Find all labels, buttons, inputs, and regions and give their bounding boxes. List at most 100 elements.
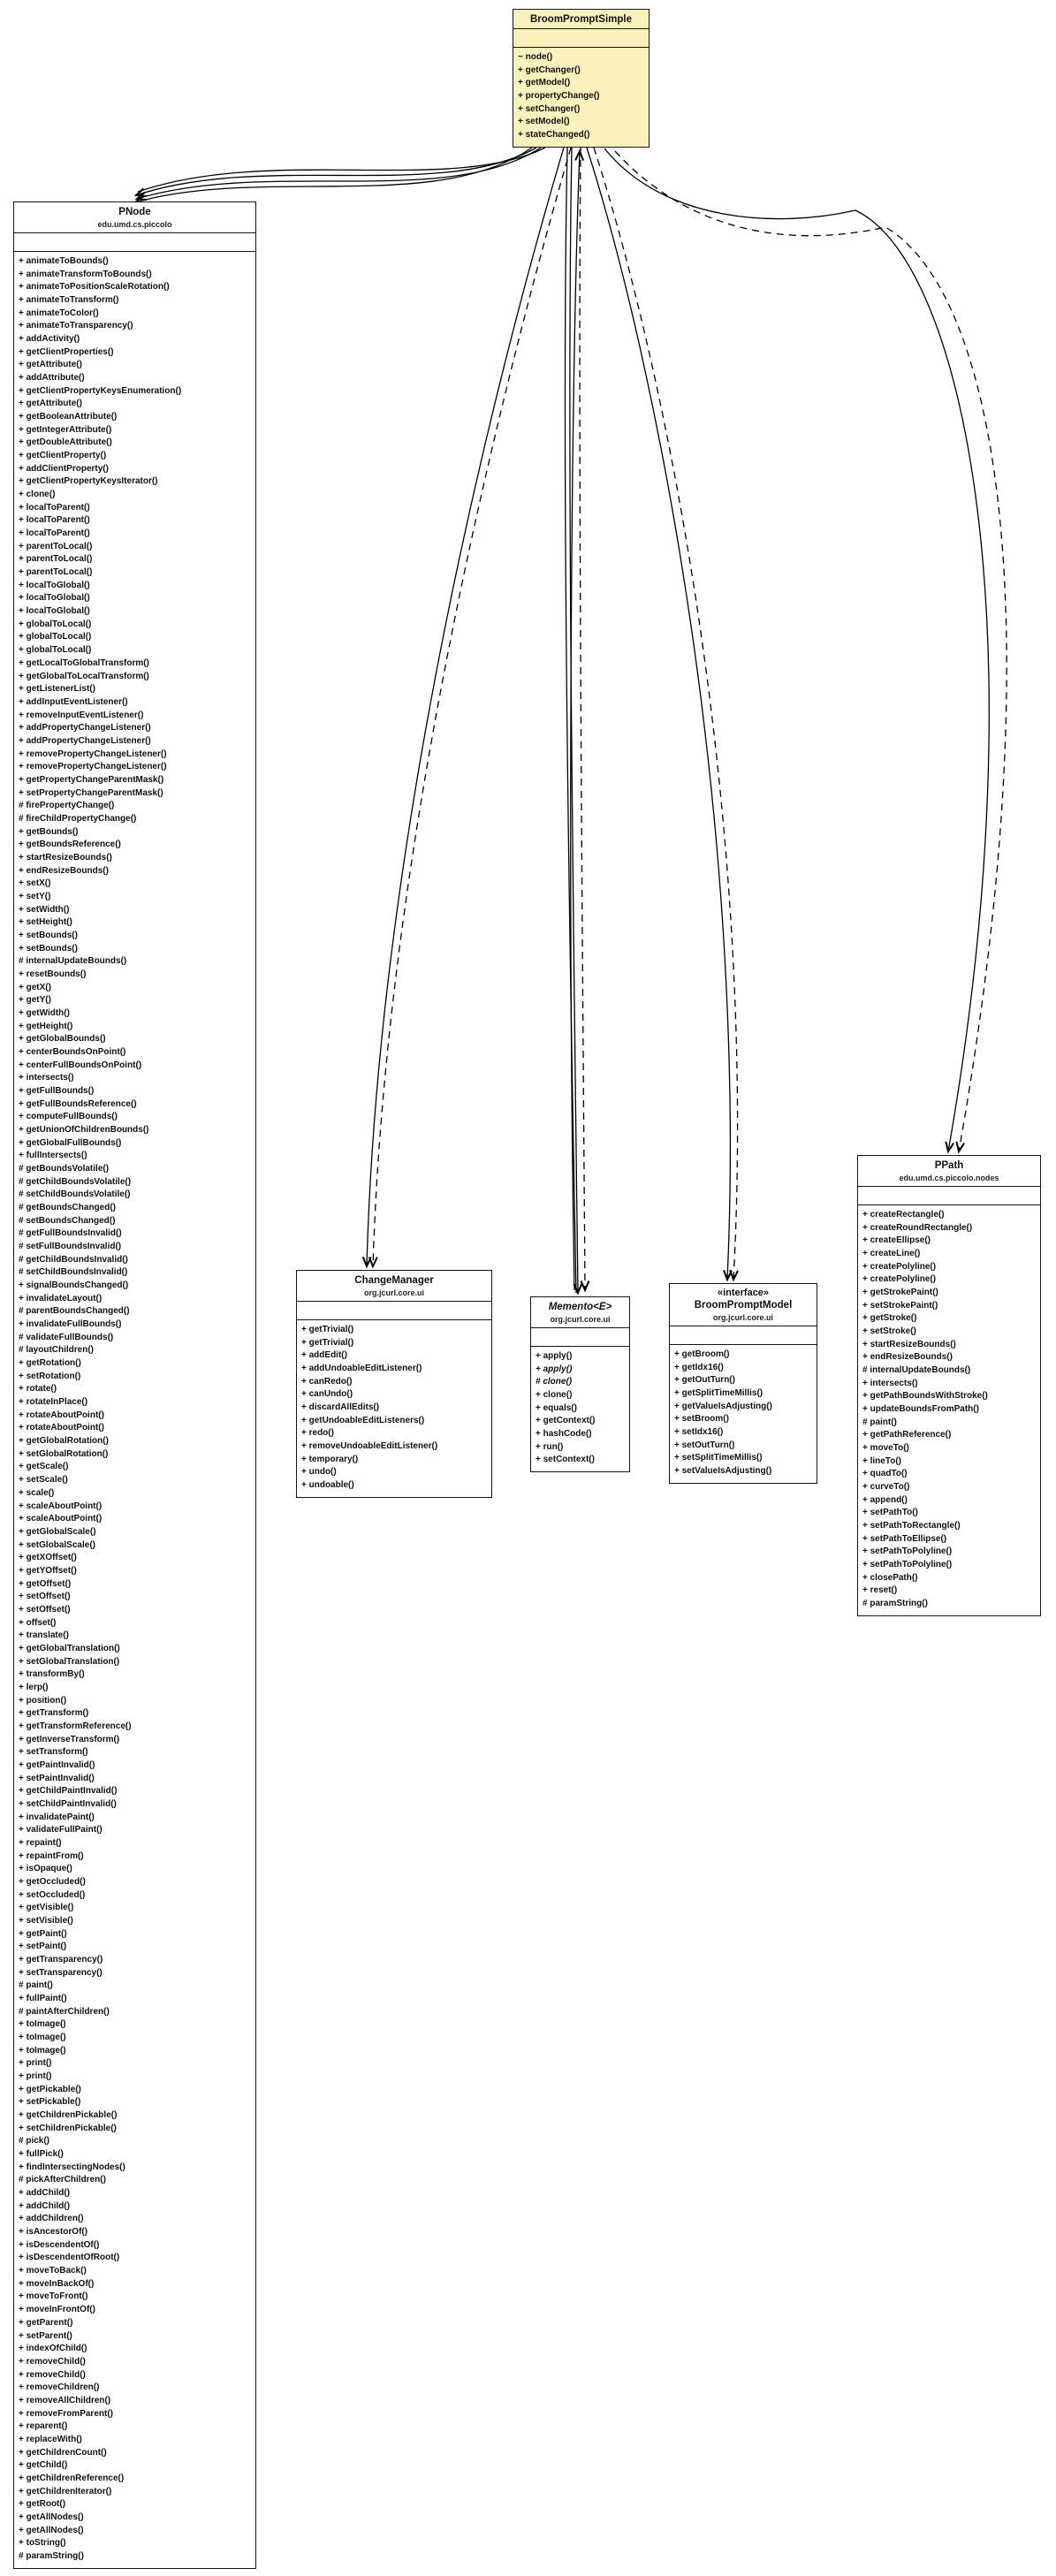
method-item: + removeUndoableEditListener() (301, 1441, 438, 1452)
method-item: + getWidth() (19, 1007, 70, 1018)
methods-compartment: ~ node()+ getChanger()+ getModel()+ prop… (513, 48, 649, 147)
method-item: # paintAfterChildren() (19, 2006, 110, 2017)
method-item: + setParent() (19, 2330, 72, 2341)
method-item: + temporary() (301, 1454, 359, 1464)
method-item: + print() (19, 2058, 52, 2069)
method-item: + getChildrenPickable() (19, 2110, 118, 2121)
class-memento-header: Memento<E> org.jcurl.core.ui (531, 1297, 629, 1328)
method-item: + getTrivial() (301, 1337, 354, 1348)
method-item: + getY() (19, 995, 51, 1006)
class-memento[interactable]: Memento<E> org.jcurl.core.ui + apply()+ … (530, 1296, 630, 1473)
method-item: + getRoot() (19, 2499, 66, 2510)
method-item: + removePropertyChangeListener() (19, 762, 167, 772)
method-item: + setPropertyChangeParentMask() (19, 787, 163, 798)
method-item: + animateTransformToBounds() (19, 269, 152, 279)
method-item: # setBoundsChanged() (19, 1215, 116, 1226)
method-item: + animateToTransparency() (19, 321, 133, 331)
class-pnode[interactable]: PNode edu.umd.cs.piccolo + animateToBoun… (13, 201, 256, 2569)
edge-bps-to-pnode-4 (137, 147, 546, 193)
method-item: + invalidateLayout() (19, 1293, 103, 1303)
class-broomPromptSimple[interactable]: BroomPromptSimple ~ node()+ getChanger()… (513, 9, 650, 148)
method-item: + scaleAboutPoint() (19, 1501, 103, 1511)
method-item: + rotateAboutPoint() (19, 1410, 104, 1420)
class-package: org.jcurl.core.ui (550, 1315, 611, 1324)
method-item: # pickAfterChildren() (19, 2175, 106, 2185)
method-item: # getChildBoundsVolatile() (19, 1176, 132, 1187)
class-package: edu.umd.cs.piccolo (97, 220, 172, 229)
method-item: + discardAllEdits() (301, 1402, 380, 1413)
method-item: + getDoubleAttribute() (19, 437, 112, 448)
method-item: # setChildBoundsVolatile() (19, 1189, 131, 1200)
class-ppath[interactable]: PPath edu.umd.cs.piccolo.nodes + createR… (857, 1155, 1041, 1616)
method-item: + undoable() (301, 1480, 354, 1491)
method-item: + createPolyline() (862, 1261, 937, 1272)
method-item: + getInverseTransform() (19, 1734, 120, 1744)
method-item: + getValueIsAdjusting() (674, 1401, 772, 1411)
method-item: + removeInputEventListener() (19, 710, 144, 720)
method-item: + setPathToPolyline() (862, 1546, 953, 1557)
method-item: + getGlobalFullBounds() (19, 1137, 122, 1148)
method-item: # getBoundsChanged() (19, 1203, 116, 1213)
methods-compartment: + apply()+ apply()# clone()+ clone()+ eq… (531, 1347, 629, 1471)
class-pnode-header: PNode edu.umd.cs.piccolo (14, 202, 255, 233)
method-item: + setTransform() (19, 1747, 88, 1758)
method-item: # parentBoundsChanged() (19, 1306, 130, 1317)
method-item: + addActivity() (19, 334, 80, 345)
method-item: + setHeight() (19, 917, 72, 928)
class-ppath-header: PPath edu.umd.cs.piccolo.nodes (858, 1156, 1040, 1187)
method-item: + isDescendentOfRoot() (19, 2253, 120, 2263)
method-item: + moveInFrontOf() (19, 2305, 95, 2315)
method-item: + endResizeBounds() (19, 865, 109, 876)
methods-compartment: + getBroom()+ getIdx16()+ getOutTurn()+ … (670, 1345, 817, 1483)
method-item: + getHeight() (19, 1021, 73, 1031)
method-item: + reparent() (19, 2421, 68, 2432)
method-item: + run() (536, 1441, 564, 1452)
class-changeManager[interactable]: ChangeManager org.jcurl.core.ui + getTri… (296, 1270, 492, 1498)
method-item: # pick() (19, 2136, 50, 2147)
attributes-compartment (670, 1326, 817, 1345)
attributes-compartment (14, 233, 255, 252)
method-item: + setBroom() (674, 1414, 729, 1425)
method-item: + removeChild() (19, 2369, 86, 2380)
method-item: + getUnionOfChildrenBounds() (19, 1125, 149, 1136)
method-item: + removeFromParent() (19, 2408, 113, 2419)
method-item: + createLine() (862, 1249, 921, 1259)
method-item: + setOutTurn() (674, 1440, 735, 1450)
method-item: + getClientProperty() (19, 451, 107, 461)
method-item: + getChildrenIterator() (19, 2486, 112, 2496)
method-item: + getChild() (19, 2460, 68, 2471)
method-item: + localToParent() (19, 528, 90, 539)
methods-compartment: + createRectangle()+ createRoundRectangl… (858, 1205, 1040, 1615)
method-item: + moveTo() (862, 1443, 909, 1454)
method-item: # firePropertyChange() (19, 801, 115, 811)
method-item: + rotateAboutPoint() (19, 1423, 104, 1433)
method-item: + curveTo() (862, 1482, 910, 1493)
method-item: + repaint() (19, 1837, 62, 1848)
method-item: + canUndo() (301, 1389, 353, 1400)
method-item: + getVisible() (19, 1903, 74, 1913)
method-item: + getStroke() (862, 1313, 917, 1324)
method-item: + parentToLocal() (19, 567, 93, 578)
edge-bps-to-broompromptmodel-dashed (593, 147, 738, 1280)
method-item: + animateToBounds() (19, 256, 109, 266)
method-item: + getChildrenReference() (19, 2473, 125, 2483)
method-item: + centerBoundsOnPoint() (19, 1046, 126, 1057)
method-item: + setVisible() (19, 1916, 73, 1926)
class-broomPromptModel[interactable]: «interface» BroomPromptModel org.jcurl.c… (669, 1283, 817, 1484)
method-item: # paramString() (862, 1599, 928, 1609)
method-item: + getPathBoundsWithStroke() (862, 1391, 988, 1402)
method-item: # paramString() (19, 2550, 84, 2561)
method-item: + invalidateFullBounds() (19, 1319, 122, 1330)
method-item: + addInputEventListener() (19, 696, 128, 707)
method-item: + getOccluded() (19, 1876, 86, 1887)
method-item: + startResizeBounds() (862, 1339, 956, 1349)
method-item: + removePropertyChangeListener() (19, 748, 167, 759)
method-item: + clone() (536, 1390, 573, 1401)
method-item: + intersects() (862, 1378, 918, 1388)
method-item: + parentToLocal() (19, 554, 93, 565)
attributes-compartment (513, 29, 649, 48)
method-item: + setTransparency() (19, 1967, 103, 1978)
method-item: + getParent() (19, 2317, 73, 2328)
class-name: ChangeManager (354, 1275, 434, 1286)
method-item: + setPaint() (19, 1941, 67, 1952)
